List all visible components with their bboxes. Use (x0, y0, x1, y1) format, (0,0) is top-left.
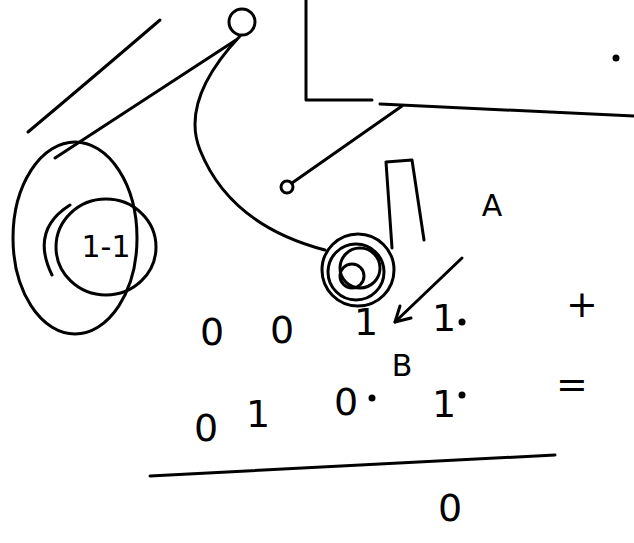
loop (229, 9, 255, 35)
outer-circle (13, 142, 137, 334)
sketch-label: 1 (354, 303, 378, 341)
dot (460, 393, 464, 397)
sketch-label: 1 (246, 395, 270, 433)
sketch-label: 1 (432, 385, 456, 423)
dot (460, 320, 464, 324)
dot (370, 396, 374, 400)
sum-line (150, 455, 555, 476)
bracket (386, 160, 424, 248)
arrow-head (395, 306, 411, 322)
sketch-label: 1 (432, 299, 456, 337)
sketch-label: 0 (194, 409, 218, 447)
node-text: 1-1 (82, 232, 131, 262)
sketch-label: A (482, 191, 503, 221)
sketch-label: B (392, 351, 413, 381)
scribble-ball (322, 234, 394, 306)
wire (55, 40, 236, 158)
dot (614, 56, 618, 60)
sketch-label: 0 (200, 313, 224, 351)
sketch-label: 0 (334, 383, 358, 421)
sketch-label: 0 (270, 311, 294, 349)
frame-line (306, 0, 372, 100)
sketch-label: + (566, 285, 598, 323)
stroke (28, 20, 160, 132)
frame-line (380, 104, 634, 116)
circle-node: 1-1 (54, 197, 158, 297)
wire (195, 36, 325, 250)
sketch-label: 0 (438, 489, 462, 527)
sketch-label: = (556, 365, 588, 403)
